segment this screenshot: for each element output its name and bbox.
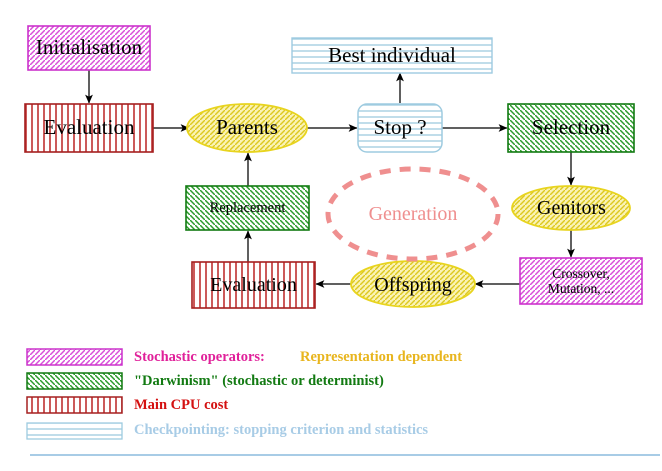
legend-swatch-stochastic: [26, 348, 123, 366]
node-stop[interactable]: [357, 103, 443, 153]
node-evaluation-top[interactable]: [24, 103, 154, 153]
legend-label-stochastic-operators: Stochastic operators:: [134, 349, 265, 365]
node-selection[interactable]: [507, 103, 635, 153]
node-parents[interactable]: [186, 103, 308, 153]
edge-group: [85, 70, 575, 288]
legend-swatch-darwinism: [26, 372, 123, 390]
node-crossover-mutation[interactable]: [519, 257, 643, 305]
legend-label-darwinism: "Darwinism" (stochastic or determinist): [134, 373, 384, 389]
legend-swatch-cpu-cost: [26, 396, 123, 414]
node-replacement[interactable]: [185, 185, 310, 231]
legend-swatch-checkpointing: [26, 422, 123, 440]
legend-label-checkpointing: Checkpointing: stopping criterion and st…: [134, 422, 429, 438]
node-generation-boundary: [325, 166, 501, 262]
legend-label-main-cpu-cost: Main CPU cost: [134, 397, 229, 413]
legend-label-representation-dependent: Representation dependent: [300, 349, 463, 365]
node-best-individual[interactable]: [291, 37, 493, 74]
node-evaluation-bottom[interactable]: [191, 261, 316, 309]
node-offspring[interactable]: [350, 260, 476, 308]
node-initialisation[interactable]: [27, 25, 151, 71]
node-genitors[interactable]: [511, 185, 631, 231]
